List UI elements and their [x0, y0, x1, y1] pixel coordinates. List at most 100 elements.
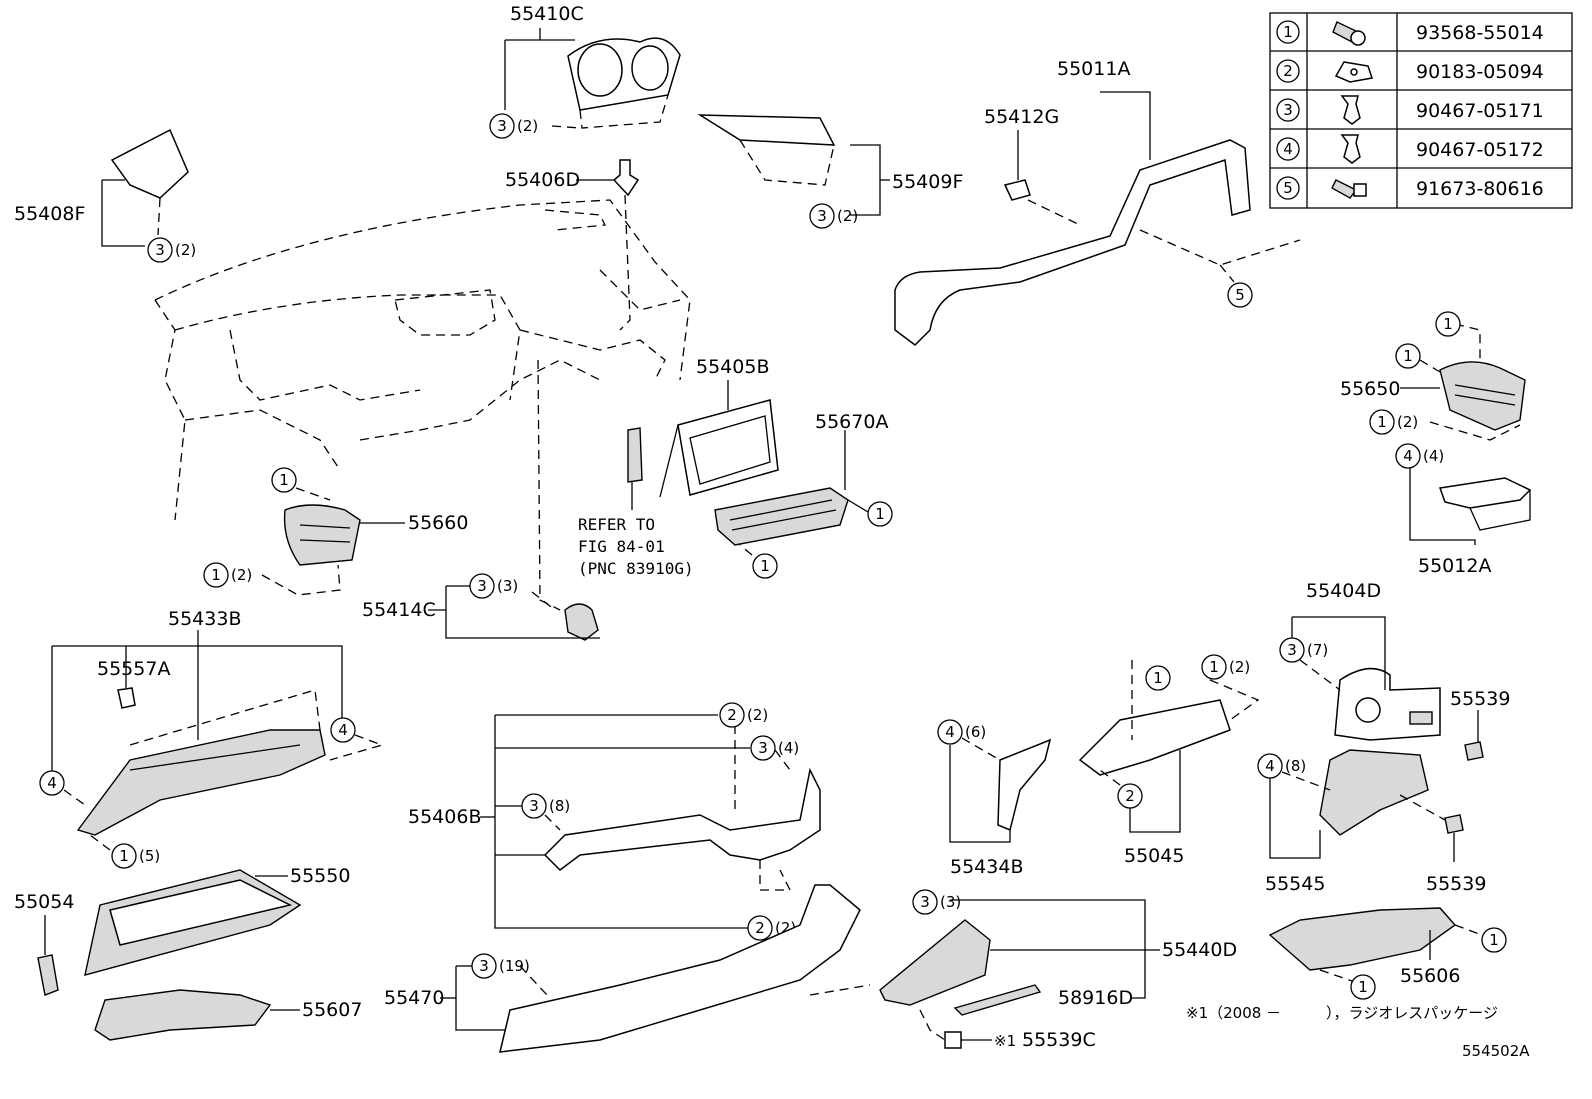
part-55660: 55660 [261, 487, 468, 596]
part-55414C: 55414C [362, 359, 600, 641]
fastener-row-2: 2 90183-05094 [1276, 59, 1544, 83]
callout-quantity: (2) [747, 706, 768, 724]
callout-4-6: 4 (6) [937, 719, 1001, 761]
callout-2-2-a: 2 (2) [719, 702, 768, 728]
callout-quantity: (3) [940, 893, 961, 911]
callout-3-8: 3 (8) [495, 793, 570, 831]
callout-1-left-vent: 1 [271, 467, 297, 493]
part-label-55650: 55650 [1340, 378, 1400, 400]
callout-1-2-b: 1 (2) [203, 562, 252, 588]
callout-number: 3 [479, 957, 489, 975]
part-label-55539-b: 55539 [1426, 873, 1486, 895]
callout-number: 1 [279, 471, 289, 489]
callout-1-2-a: 1 (2) [1369, 409, 1418, 435]
callout-3-3-a: 3 (3) [446, 573, 556, 611]
callout-number: 3 [477, 577, 487, 595]
part-55650: 55650 [1340, 323, 1526, 441]
callout-1-b: 1 [1395, 343, 1421, 369]
callout-number: 2 [755, 919, 765, 937]
part-bracket-refer: REFER TO FIG 84-01 (PNC 83910G) [578, 427, 694, 578]
push-clip-icon [1340, 134, 1361, 164]
instrument-panel-outline [154, 199, 691, 521]
part-55539-a: 55539 [1450, 688, 1510, 761]
part-label-55011A: 55011A [1057, 58, 1130, 80]
callout-number: 1 [1377, 413, 1387, 431]
callout-number: 1 [1358, 978, 1368, 996]
part-label-55660: 55660 [408, 512, 468, 534]
part-55406B: 55406B [408, 714, 821, 929]
fastener-row-1: 1 93568-55014 [1276, 20, 1544, 46]
part-label-55606: 55606 [1400, 965, 1460, 987]
fastener-ref: 1 [1283, 23, 1293, 41]
callout-1-vent-bottom: 1 [739, 544, 778, 579]
fastener-ref: 5 [1283, 179, 1293, 197]
part-55434B: 55434B [949, 738, 1052, 878]
fastener-row-4: 4 90467-05172 [1276, 134, 1544, 164]
part-55539C: ※1 55539C [944, 1029, 1096, 1051]
push-clip-icon [1340, 95, 1361, 125]
callout-1-d: 1 [1481, 927, 1507, 953]
callout-number: 1 [211, 566, 221, 584]
fastener-part-number: 93568-55014 [1416, 22, 1544, 44]
callout-number: 4 [338, 721, 348, 739]
callout-number: 3 [1287, 641, 1297, 659]
part-label-55054: 55054 [14, 891, 74, 913]
callout-quantity: (2) [231, 566, 252, 584]
callout-number: 4 [945, 723, 955, 741]
callout-quantity: (19) [499, 957, 530, 975]
fastener-part-number: 90183-05094 [1416, 61, 1544, 83]
callout-quantity: (7) [1307, 641, 1328, 659]
part-55440D: 55440D [809, 899, 1237, 1041]
fastener-part-number: 90467-05172 [1416, 139, 1544, 161]
part-55557A: 55557A [97, 646, 170, 709]
callout-number: 5 [1235, 286, 1245, 304]
callout-number: 3 [758, 739, 768, 757]
callout-3-19: 3 (19) [456, 953, 530, 979]
fastener-ref: 2 [1283, 62, 1293, 80]
fastener-table: 1 93568-55014 2 90183-05094 3 90467-0517… [1269, 12, 1573, 209]
callout-1-vent-right: 1 [867, 501, 893, 527]
part-label-55670A: 55670A [815, 411, 888, 433]
callout-4-a: 4 [39, 770, 86, 806]
footnote-mark: ※1 [994, 1032, 1016, 1050]
callout-quantity: (2) [175, 241, 196, 259]
callout-1-e: 1 [1350, 974, 1376, 1000]
callout-quantity: (2) [1397, 413, 1418, 431]
part-55550: 55550 [84, 865, 350, 976]
callout-1-5: 1 (5) [89, 834, 160, 869]
callout-number: 1 [1489, 931, 1499, 949]
fastener-ref: 4 [1283, 140, 1293, 158]
callout-3-4: 3 (4) [750, 735, 799, 761]
clip-nut-icon [1334, 61, 1373, 83]
part-55054: 55054 [14, 891, 74, 996]
part-55404D: 55404D [1292, 580, 1441, 741]
part-label-55405B: 55405B [696, 356, 769, 378]
bolt-icon [1331, 179, 1367, 199]
part-label-55550: 55550 [290, 865, 350, 887]
callout-quantity: (2) [1229, 658, 1250, 676]
part-55045: 55045 [1078, 660, 1260, 867]
screw-icon [1332, 21, 1366, 46]
callout-number: 3 [817, 207, 827, 225]
part-55011A: 55011A [894, 58, 1301, 346]
part-label-55545: 55545 [1265, 873, 1325, 895]
fastener-row-5: 5 91673-80616 [1276, 176, 1544, 200]
part-label-55433B: 55433B [168, 608, 241, 630]
part-label-55539-a: 55539 [1450, 688, 1510, 710]
part-label-55470: 55470 [384, 987, 444, 1009]
callout-quantity: (6) [965, 723, 986, 741]
callout-number: 1 [1209, 658, 1219, 676]
part-58916D: 58916D [953, 984, 1133, 1016]
callout-quantity: (2) [837, 207, 858, 225]
refer-note-line-3: (PNC 83910G) [578, 559, 694, 578]
part-label-55434B: 55434B [950, 856, 1023, 878]
callout-number: 3 [529, 797, 539, 815]
callout-number: 1 [760, 557, 770, 575]
part-55410C: 55410C [504, 3, 681, 129]
callout-number: 2 [727, 706, 737, 724]
part-55409F: 55409F [697, 114, 963, 216]
callout-number: 2 [1125, 787, 1135, 805]
callout-number: 1 [1403, 347, 1413, 365]
callout-4-b: 4 [329, 717, 385, 761]
refer-note-line-1: REFER TO [578, 515, 655, 534]
